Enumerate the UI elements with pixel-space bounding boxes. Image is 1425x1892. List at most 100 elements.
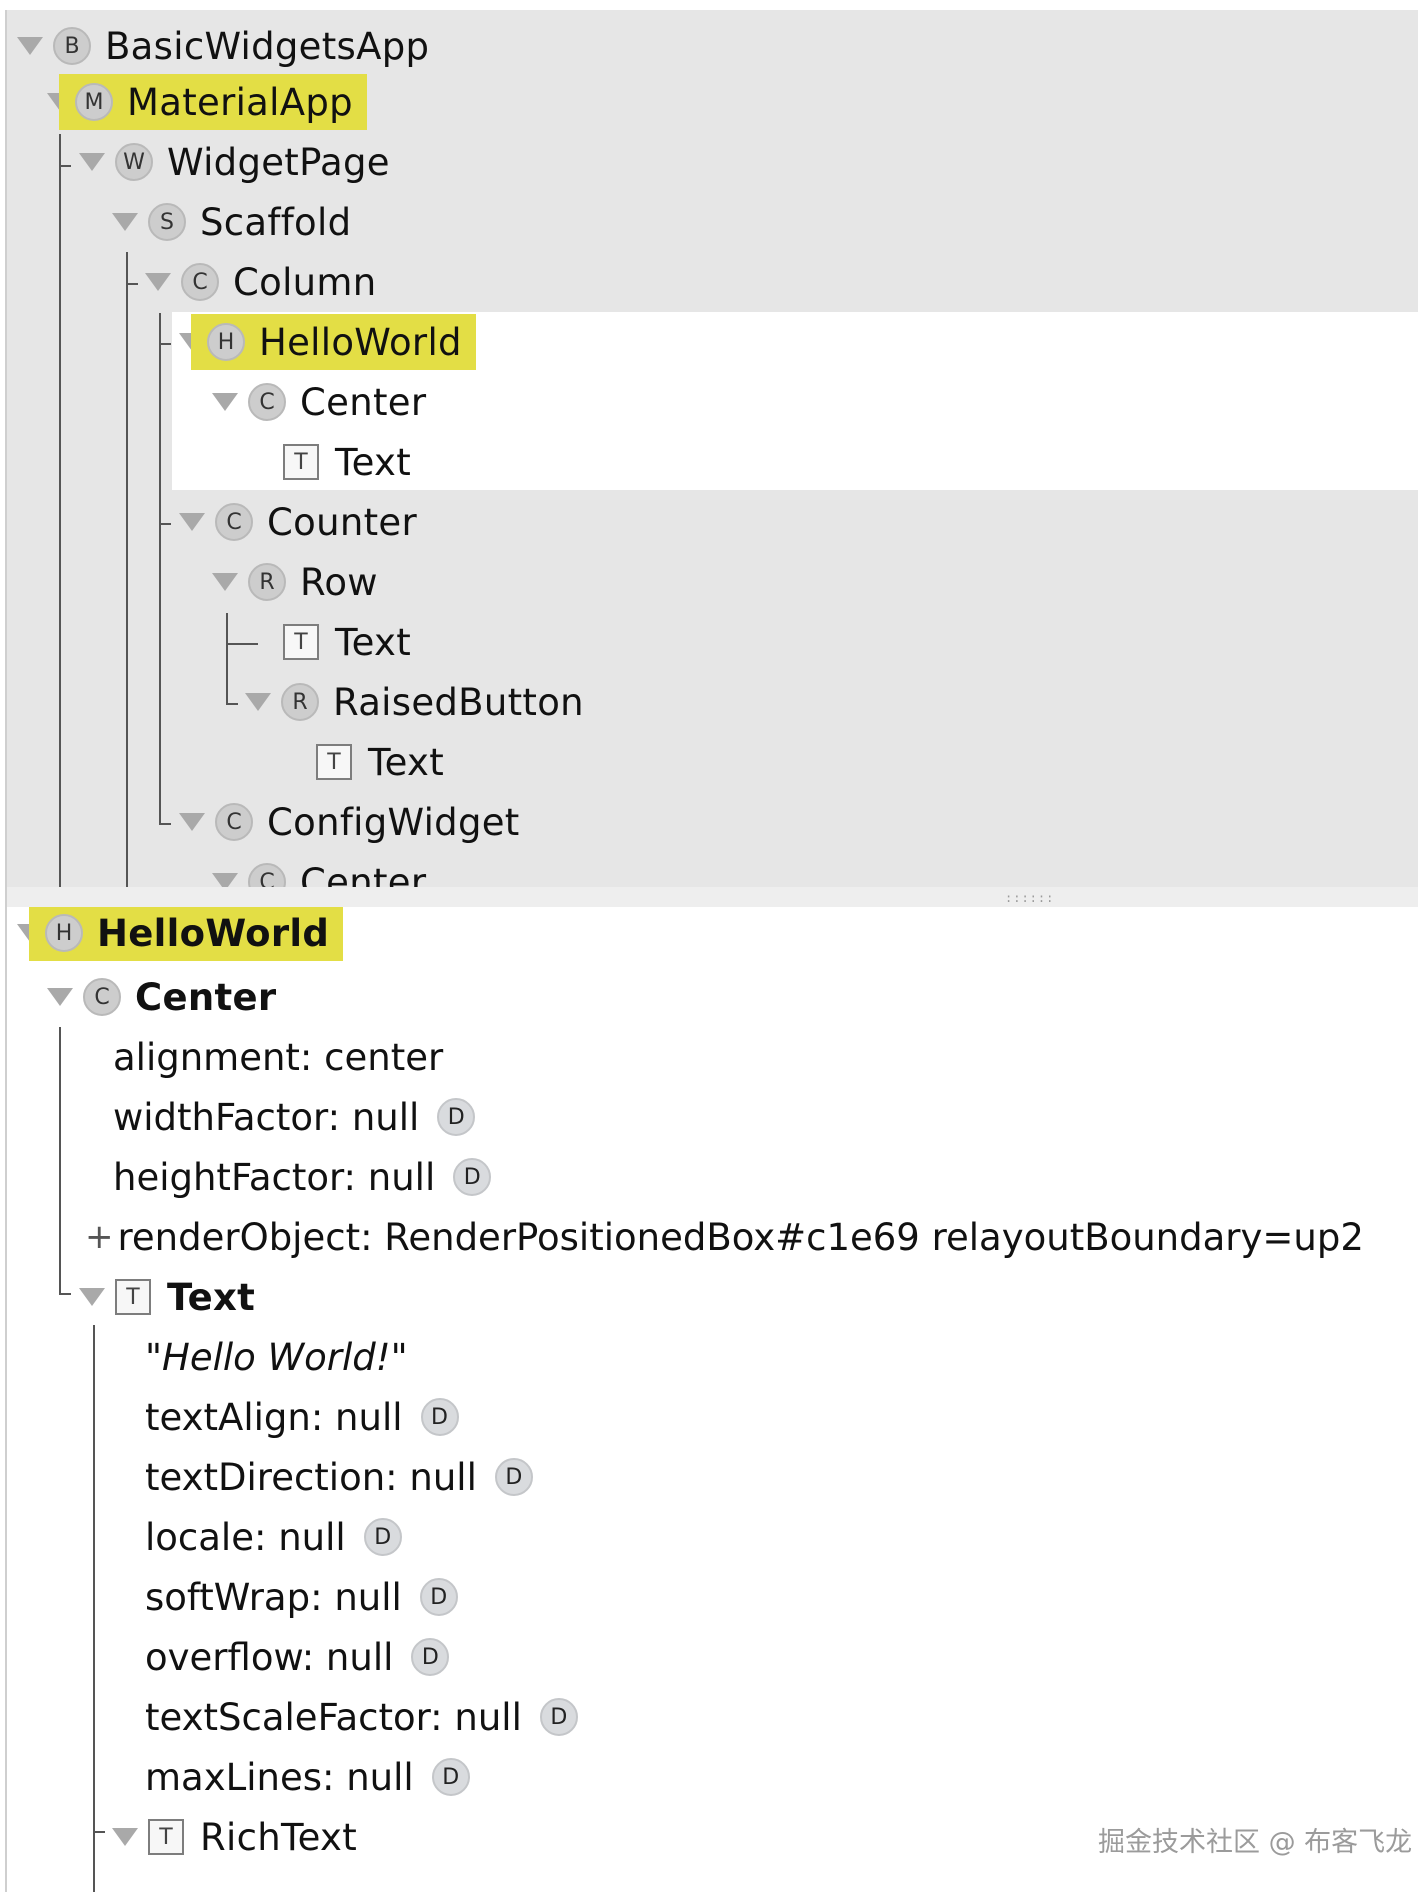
expand-triangle-icon[interactable] [112, 1828, 138, 1846]
panel-splitter[interactable]: :::::: [7, 887, 1418, 907]
tree-node-helloworld-selected[interactable]: H HelloWorld [179, 314, 476, 370]
property-text: widthFactor: null [113, 1095, 420, 1139]
widget-tree-panel: B BasicWidgetsApp M MaterialApp W Widget… [7, 10, 1418, 887]
text-widget-icon: T [316, 744, 352, 780]
property-overflow[interactable]: overflow: null D [145, 1633, 450, 1681]
tree-node-label: Text [335, 620, 412, 664]
tree-guide-line [59, 1027, 61, 1295]
tree-guide-line [159, 313, 161, 825]
tree-node-text[interactable]: T Text [316, 738, 444, 786]
default-value-icon: D [453, 1158, 492, 1196]
window-left-border [5, 10, 7, 1892]
tree-node-row[interactable]: R Row [212, 558, 378, 606]
default-value-icon: D [419, 1578, 458, 1616]
text-widget-icon: T [115, 1279, 151, 1315]
tree-node-materialapp[interactable]: M MaterialApp [47, 74, 367, 130]
tree-node-label: Counter [267, 500, 417, 544]
expand-triangle-icon[interactable] [179, 813, 205, 831]
property-text: textAlign: null [145, 1395, 403, 1439]
details-node-text[interactable]: T Text [79, 1273, 255, 1321]
default-value-icon: D [437, 1098, 476, 1136]
tree-node-text[interactable]: T Text [283, 438, 411, 486]
property-text: overflow: null [145, 1635, 394, 1679]
tree-node-label: Center [300, 380, 427, 424]
tree-node-label: MaterialApp [127, 80, 353, 124]
property-locale[interactable]: locale: null D [145, 1513, 402, 1561]
property-text-value[interactable]: "Hello World!" [145, 1333, 408, 1381]
property-renderobject[interactable]: + renderObject: RenderPositionedBox#c1e6… [85, 1213, 1364, 1261]
property-textdirection[interactable]: textDirection: null D [145, 1453, 533, 1501]
expand-triangle-icon[interactable] [212, 873, 238, 887]
property-text: maxLines: null [145, 1755, 414, 1799]
details-node-label: HelloWorld [97, 911, 330, 955]
tree-node-center[interactable]: C Center [212, 858, 426, 887]
tree-guide-line [126, 283, 138, 285]
tree-node-scaffold[interactable]: S Scaffold [112, 198, 351, 246]
splitter-grip-icon[interactable]: :::::: [1005, 891, 1055, 905]
expand-triangle-icon[interactable] [145, 273, 171, 291]
tree-node-basicwidgetsapp[interactable]: B BasicWidgetsApp [17, 22, 429, 70]
property-softwrap[interactable]: softWrap: null D [145, 1573, 458, 1621]
expand-plus-icon[interactable]: + [85, 1217, 114, 1257]
details-node-helloworld[interactable]: H HelloWorld [17, 907, 344, 961]
widget-badge-icon: R [281, 683, 319, 721]
default-value-icon: D [411, 1638, 450, 1676]
tree-guide-line [59, 165, 71, 167]
tree-guide-line [159, 823, 171, 825]
property-text: alignment: center [113, 1035, 444, 1079]
tree-node-label: Column [233, 260, 377, 304]
tree-guide-line [226, 643, 258, 645]
tree-node-widgetpage[interactable]: W WidgetPage [79, 138, 390, 186]
widget-badge-icon: C [248, 383, 286, 421]
tree-node-counter[interactable]: C Counter [179, 498, 417, 546]
widget-badge-icon: M [75, 83, 113, 121]
widget-badge-icon: W [115, 143, 153, 181]
property-heightfactor[interactable]: heightFactor: null D [113, 1153, 492, 1201]
widget-badge-icon: H [207, 323, 245, 361]
expand-triangle-icon[interactable] [179, 513, 205, 531]
details-node-center[interactable]: C Center [47, 973, 276, 1021]
details-node-label: Center [135, 975, 277, 1019]
widget-badge-icon: R [248, 563, 286, 601]
text-widget-icon: T [148, 1819, 184, 1855]
tree-node-label: Scaffold [200, 200, 352, 244]
expand-triangle-icon[interactable] [212, 573, 238, 591]
widget-badge-icon: C [215, 503, 253, 541]
widget-details-panel: H HelloWorld C Center alignment: center … [7, 907, 1418, 1892]
tree-node-column[interactable]: C Column [145, 258, 377, 306]
widget-badge-icon: H [45, 914, 83, 952]
expand-triangle-icon[interactable] [79, 153, 105, 171]
expand-triangle-icon[interactable] [212, 393, 238, 411]
expand-triangle-icon[interactable] [17, 37, 43, 55]
default-value-icon: D [363, 1518, 402, 1556]
tree-node-text[interactable]: T Text [283, 618, 411, 666]
property-text: "Hello World!" [145, 1335, 408, 1379]
tree-guide-line [226, 703, 238, 705]
tree-node-label: RaisedButton [333, 680, 584, 724]
expand-triangle-icon[interactable] [79, 1288, 105, 1306]
tree-node-label: ConfigWidget [267, 800, 520, 844]
tree-guide-line [59, 1293, 71, 1295]
tree-guide-line [159, 343, 171, 345]
property-alignment[interactable]: alignment: center [113, 1033, 443, 1081]
tree-node-raisedbutton[interactable]: R RaisedButton [245, 678, 584, 726]
tree-node-label: Text [335, 440, 412, 484]
widget-badge-icon: C [215, 803, 253, 841]
property-text: heightFactor: null [113, 1155, 436, 1199]
expand-triangle-icon[interactable] [112, 213, 138, 231]
property-textscalefactor[interactable]: textScaleFactor: null D [145, 1693, 578, 1741]
property-widthfactor[interactable]: widthFactor: null D [113, 1093, 476, 1141]
tree-node-label: Row [300, 560, 378, 604]
expand-triangle-icon[interactable] [245, 693, 271, 711]
tree-node-configwidget[interactable]: C ConfigWidget [179, 798, 520, 846]
property-maxlines[interactable]: maxLines: null D [145, 1753, 470, 1801]
widget-badge-icon: C [181, 263, 219, 301]
property-textalign[interactable]: textAlign: null D [145, 1393, 459, 1441]
text-widget-icon: T [283, 624, 319, 660]
tree-node-center[interactable]: C Center [212, 378, 426, 426]
default-value-icon: D [494, 1458, 533, 1496]
details-node-richtext[interactable]: T RichText [112, 1813, 357, 1861]
details-node-label: RichText [200, 1815, 358, 1859]
default-value-icon: D [539, 1698, 578, 1736]
expand-triangle-icon[interactable] [47, 988, 73, 1006]
